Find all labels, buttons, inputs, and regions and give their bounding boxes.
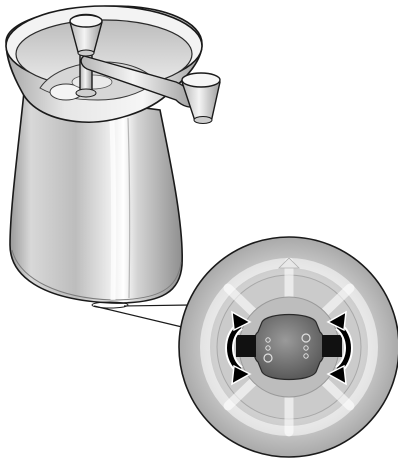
handle-knob (182, 73, 220, 124)
grinder-body (10, 92, 182, 303)
adjustment-dial-callout (179, 237, 398, 457)
callout-leader-lines (92, 302, 190, 327)
